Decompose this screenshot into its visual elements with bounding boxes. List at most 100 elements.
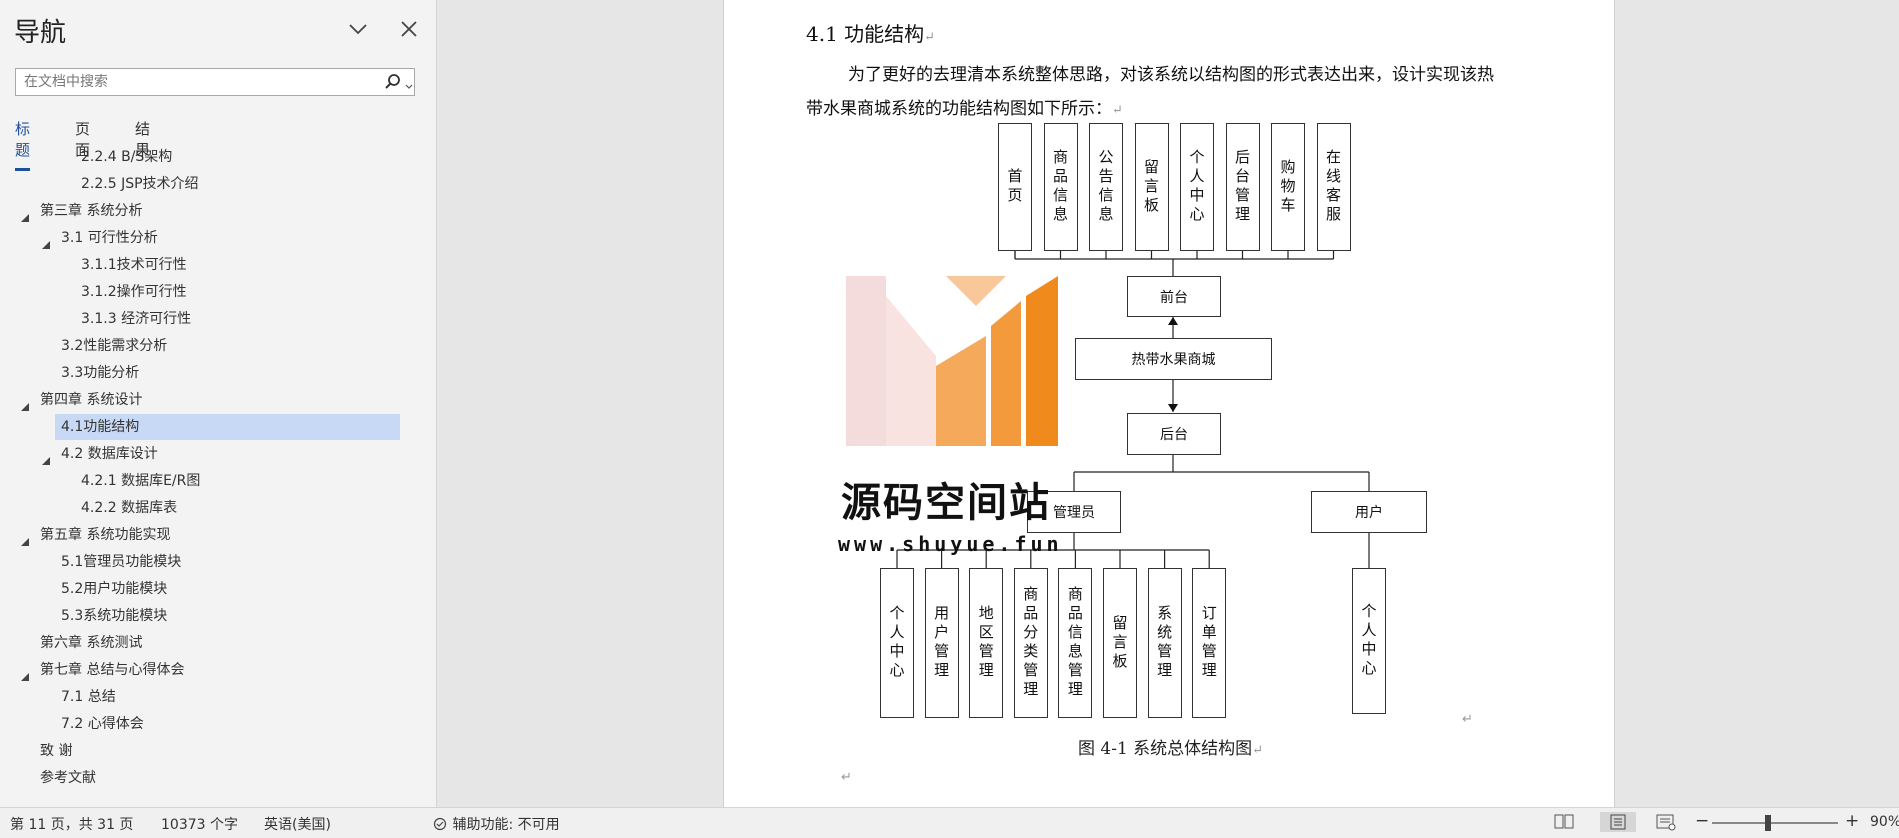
word-count[interactable]: 10373 个字 — [161, 817, 238, 833]
print-layout-icon[interactable] — [1600, 812, 1636, 832]
outline-item[interactable]: 5.3系统功能模块 — [0, 603, 436, 629]
tab-headings[interactable]: 标题 — [15, 118, 31, 171]
collapse-triangle-icon[interactable] — [41, 449, 51, 465]
outline-item[interactable]: 3.1.1技术可行性 — [0, 252, 436, 278]
admin-box: 管理员 — [1027, 491, 1121, 533]
outline-item-label: 第四章 系统设计 — [40, 392, 143, 408]
status-bar: 第 11 页，共 31 页 10373 个字 英语(美国) 辅助功能: 不可用 … — [0, 807, 1899, 838]
watermark-logo — [846, 276, 1058, 446]
outline-item[interactable]: 参考文献 — [0, 765, 436, 788]
search-options-chevron-icon[interactable] — [404, 77, 414, 89]
nav-title: 导航 — [14, 18, 67, 48]
outline-item-label: 7.2 心得体会 — [61, 716, 144, 732]
close-icon[interactable] — [396, 16, 422, 42]
page-count[interactable]: 第 11 页，共 31 页 — [10, 817, 134, 833]
zoom-slider-track[interactable] — [1712, 822, 1838, 824]
outline-item-label: 3.1.1技术可行性 — [81, 257, 187, 273]
admin-module-box: 地区管理 — [969, 568, 1004, 718]
zoom-in-button[interactable]: + — [1845, 811, 1860, 831]
admin-module-box: 个人中心 — [880, 568, 914, 718]
outline-item-label: 4.2.1 数据库E/R图 — [81, 473, 201, 489]
admin-module-box: 订单管理 — [1192, 568, 1227, 718]
outline-item[interactable]: 第六章 系统测试 — [0, 630, 436, 656]
accessibility-status[interactable]: 辅助功能: 不可用 — [432, 814, 560, 834]
front-box: 前台 — [1127, 276, 1221, 317]
body-paragraph-line-1: 为了更好的去理清本系统整体思路，对该系统以结构图的形式表达出来，设计实现该热 — [848, 65, 1494, 85]
front-module-box: 留言板 — [1134, 123, 1169, 251]
outline-item-label: 4.2.2 数据库表 — [81, 500, 178, 516]
collapse-triangle-icon[interactable] — [20, 665, 30, 681]
accessibility-icon — [432, 817, 448, 831]
outline-item[interactable]: 3.1.2操作可行性 — [0, 279, 436, 305]
section-heading: 4.1 功能结构↵ — [806, 22, 936, 46]
admin-module-box: 留言板 — [1103, 568, 1137, 718]
navigation-pane: 导航 标题 页面 结果 2.2.4 B/S架构 2.2.5 JSP技术介绍第三章 … — [0, 0, 437, 807]
paragraph-mark: ↵ — [841, 770, 852, 785]
outline-item-label: 3.3功能分析 — [61, 365, 140, 381]
outline-item[interactable]: 致 谢 — [0, 738, 436, 764]
tab-results[interactable]: 结果 — [135, 120, 151, 159]
search-input[interactable] — [16, 69, 392, 95]
outline-item-label: 4.2 数据库设计 — [61, 446, 158, 462]
outline-item[interactable]: 4.2 数据库设计 — [0, 441, 436, 467]
outline-item[interactable]: 7.1 总结 — [0, 684, 436, 710]
outline-item[interactable]: 第三章 系统分析 — [0, 198, 436, 224]
outline-item-label: 第六章 系统测试 — [40, 635, 143, 651]
org-chart-connectors — [896, 251, 1370, 568]
outline-item-label: 致 谢 — [40, 743, 73, 759]
outline-item[interactable]: 3.1.3 经济可行性 — [0, 306, 436, 332]
search-icon[interactable] — [384, 73, 402, 91]
zoom-slider-thumb[interactable] — [1765, 815, 1771, 831]
heading-outline: 2.2.4 B/S架构 2.2.5 JSP技术介绍第三章 系统分析 3.1 可行性分… — [0, 148, 436, 788]
outline-item[interactable]: 3.3功能分析 — [0, 360, 436, 386]
web-layout-icon[interactable] — [1654, 812, 1678, 832]
admin-module-box: 系统管理 — [1147, 568, 1182, 718]
outline-item-label: 5.1管理员功能模块 — [61, 554, 182, 570]
front-module-box: 在线客服 — [1316, 123, 1351, 251]
outline-item-label: 第五章 系统功能实现 — [40, 527, 171, 543]
outline-item-label: 3.1 可行性分析 — [61, 230, 158, 246]
outline-item[interactable]: 第五章 系统功能实现 — [0, 522, 436, 548]
outline-item-label: 3.1.2操作可行性 — [81, 284, 187, 300]
watermark-url: www.shuyue.fun — [838, 532, 1063, 556]
up-arrow — [1168, 317, 1178, 325]
read-mode-icon[interactable] — [1552, 812, 1576, 832]
tab-pages[interactable]: 页面 — [75, 120, 91, 159]
outline-item[interactable]: 5.1管理员功能模块 — [0, 549, 436, 575]
language-indicator[interactable]: 英语(美国) — [264, 817, 331, 833]
outline-item[interactable]: 2.2.5 JSP技术介绍 — [0, 171, 436, 197]
back-box: 后台 — [1127, 413, 1221, 455]
chevron-down-icon[interactable] — [345, 16, 371, 42]
collapse-triangle-icon[interactable] — [20, 206, 30, 222]
collapse-triangle-icon[interactable] — [41, 233, 51, 249]
zoom-level[interactable]: 90% — [1870, 814, 1899, 830]
outline-item[interactable]: 第七章 总结与心得体会 — [0, 657, 436, 683]
outline-item-label: 3.1.3 经济可行性 — [81, 311, 192, 327]
outline-item[interactable]: 2.2.4 B/S架构 — [0, 148, 436, 170]
outline-item[interactable]: 4.2.2 数据库表 — [0, 495, 436, 521]
outline-item[interactable]: 5.2用户功能模块 — [0, 576, 436, 602]
front-module-box: 公告信息 — [1089, 123, 1123, 251]
paragraph-mark: ↵ — [1462, 712, 1473, 727]
outline-item-label: 参考文献 — [40, 770, 96, 786]
outline-item[interactable]: 3.2性能需求分析 — [0, 333, 436, 359]
outline-item[interactable]: 7.2 心得体会 — [0, 711, 436, 737]
outline-item[interactable]: 4.2.1 数据库E/R图 — [0, 468, 436, 494]
front-module-box: 首页 — [998, 123, 1032, 251]
outline-item-label: 2.2.4 B/S架构 — [81, 149, 173, 165]
outline-item[interactable]: 第四章 系统设计 — [0, 387, 436, 413]
outline-item[interactable]: 3.1 可行性分析 — [0, 225, 436, 251]
admin-module-box: 商品分类管理 — [1013, 568, 1048, 718]
collapse-triangle-icon[interactable] — [20, 530, 30, 546]
figure-caption: 图 4-1 系统总体结构图↵ — [1078, 739, 1264, 759]
front-module-box: 后台管理 — [1225, 123, 1260, 251]
zoom-out-button[interactable]: − — [1695, 811, 1710, 831]
outline-item[interactable]: 4.1功能结构 — [55, 414, 400, 440]
outline-item-label: 第七章 总结与心得体会 — [40, 662, 185, 678]
document-page[interactable]: 4.1 功能结构↵ 为了更好的去理清本系统整体思路，对该系统以结构图的形式表达出… — [723, 0, 1615, 807]
collapse-triangle-icon[interactable] — [20, 395, 30, 411]
outline-item-label: 3.2性能需求分析 — [61, 338, 168, 354]
user-box: 用户 — [1311, 491, 1427, 533]
outline-item-label: 7.1 总结 — [61, 689, 116, 705]
accessibility-label: 辅助功能: 不可用 — [452, 817, 560, 833]
